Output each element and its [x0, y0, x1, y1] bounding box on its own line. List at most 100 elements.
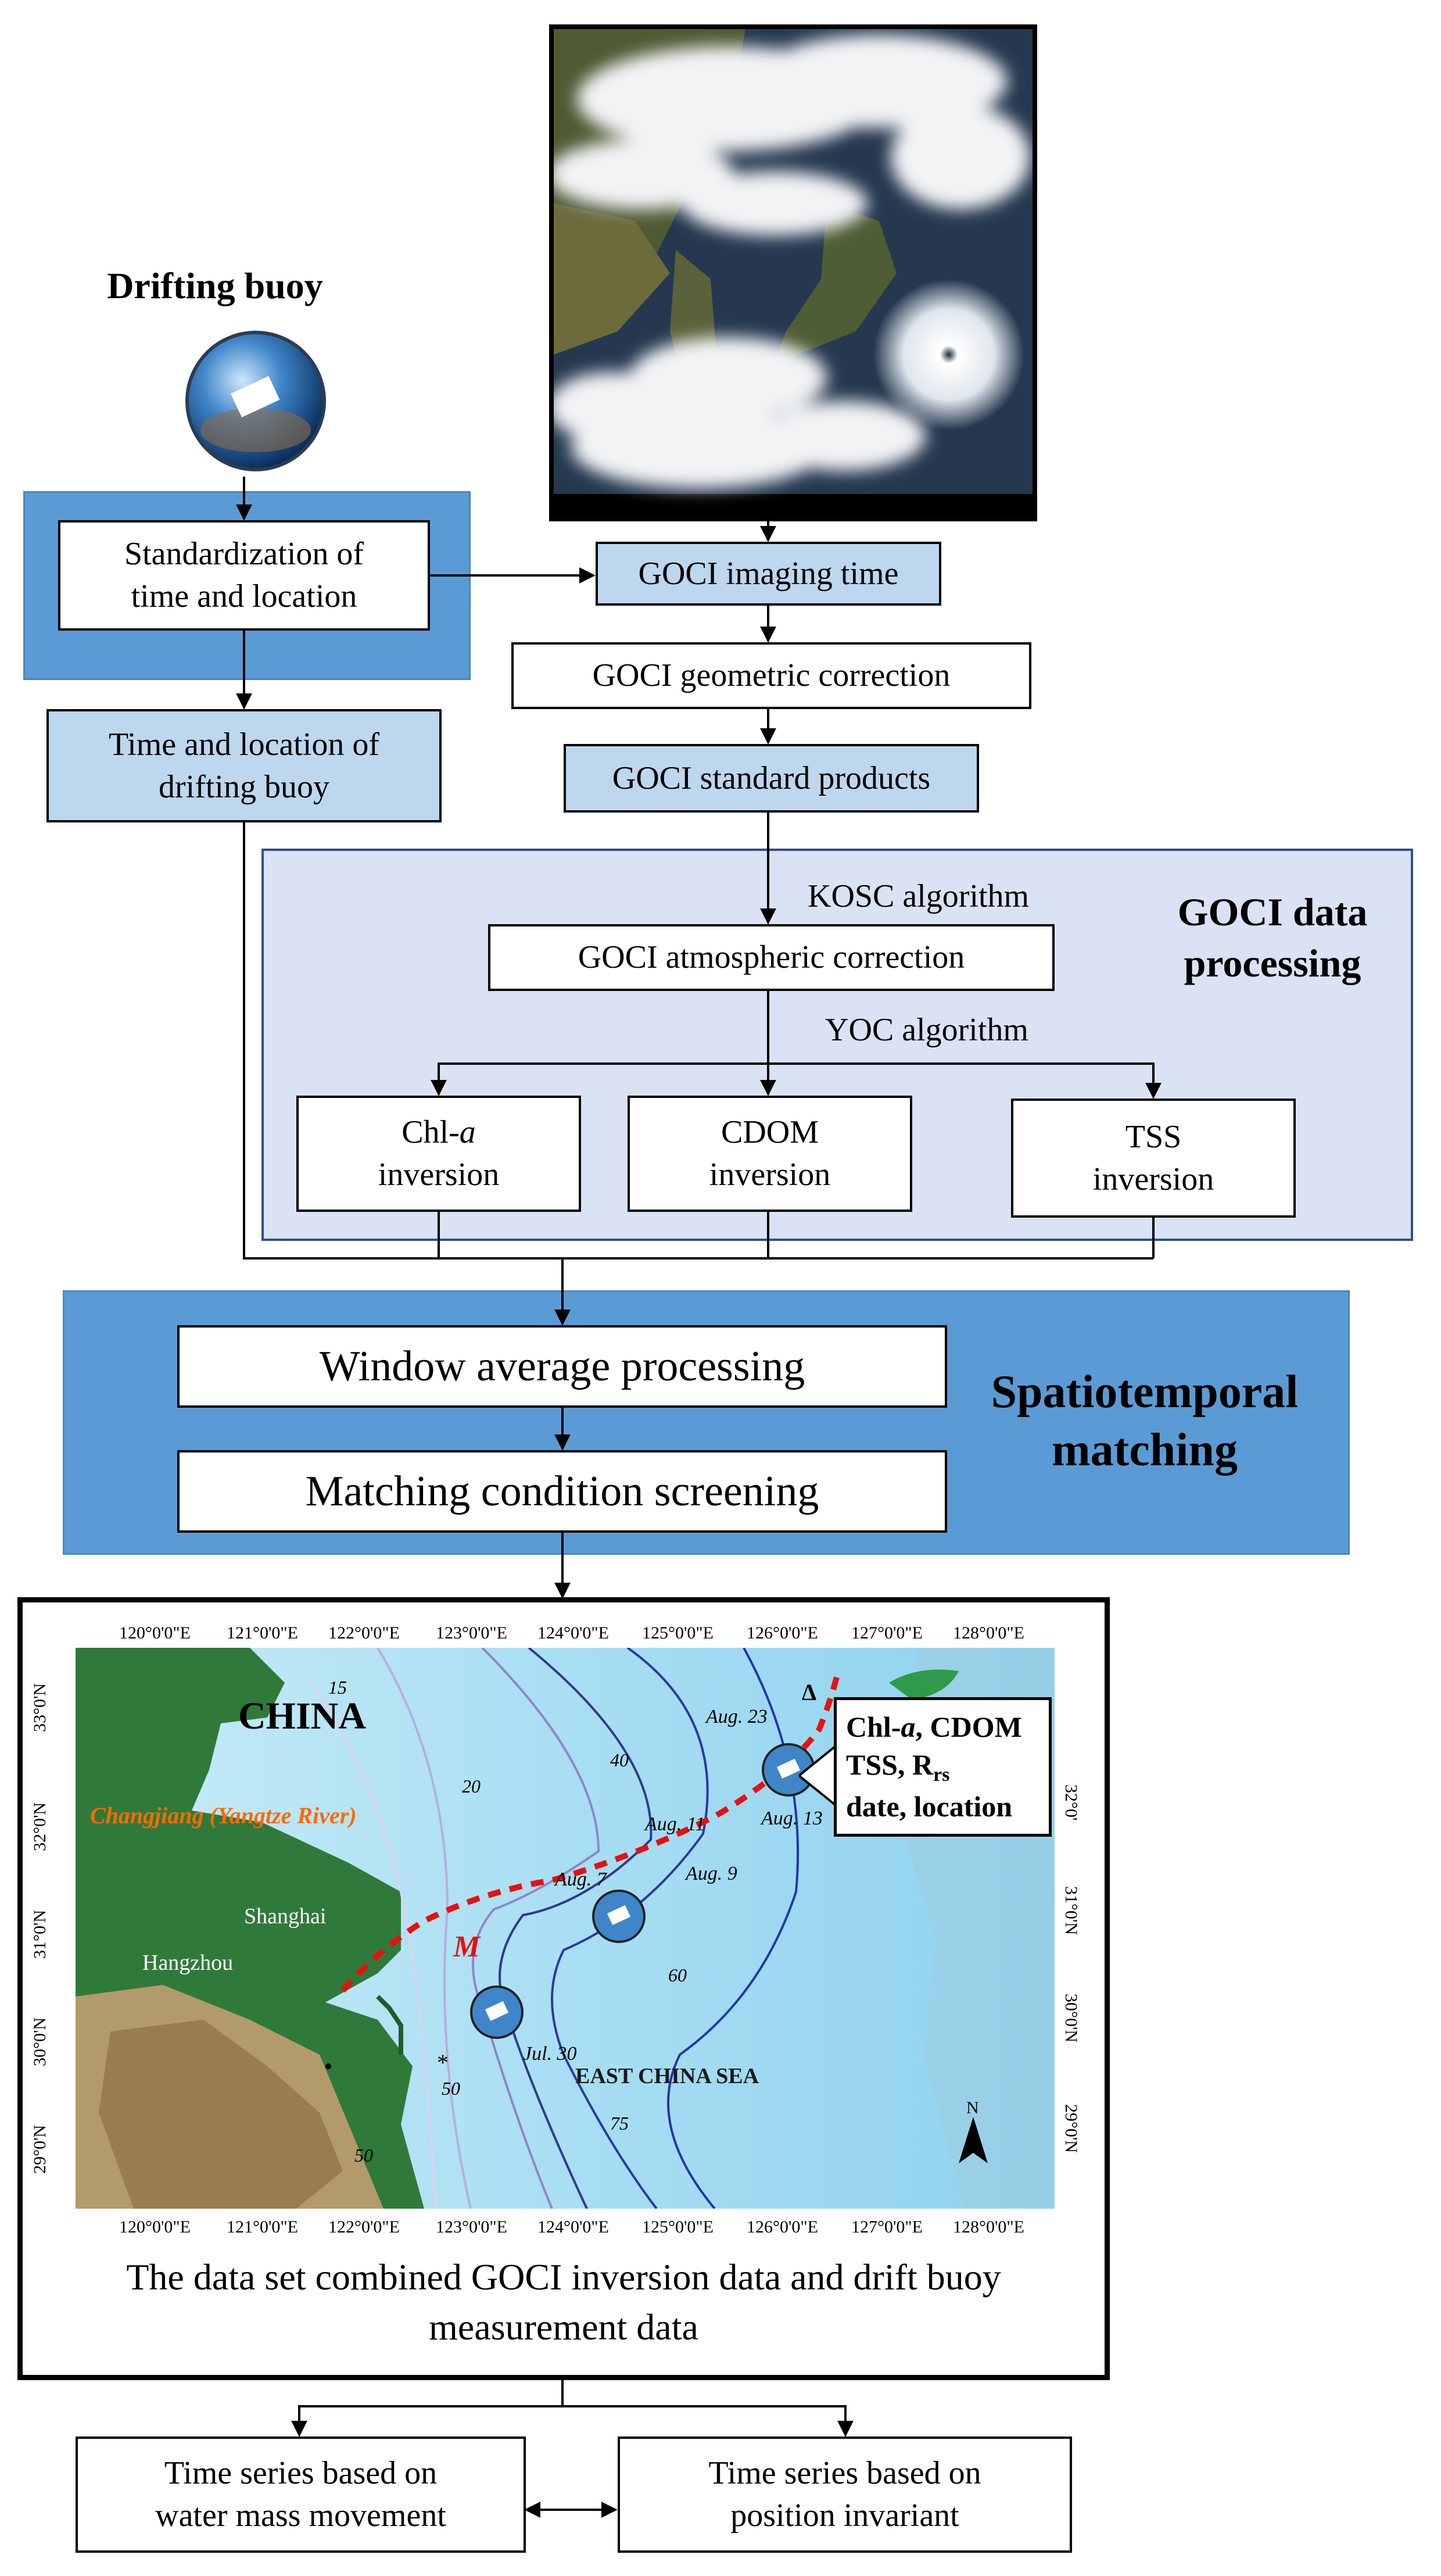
- contour-label-50: 50: [442, 2078, 460, 2099]
- goci-processing-title: GOCI data processing: [1139, 886, 1406, 989]
- map-label-m: M: [453, 1930, 481, 1963]
- lon-123-bottom: 123°0'0"E: [436, 2217, 507, 2237]
- goci-imaging-time-box: GOCI imaging time: [596, 542, 941, 606]
- lon-126-bottom: 126°0'0"E: [747, 2217, 818, 2237]
- north-arrow: N: [956, 2098, 991, 2168]
- tss-line1: TSS: [1125, 1118, 1182, 1155]
- yoc-algorithm-label: YOC algorithm: [825, 1012, 1028, 1048]
- callout-line2: TSS, Rrs: [846, 1746, 1039, 1788]
- lat-30-left: 30°0'N: [30, 2017, 49, 2066]
- lon-127-bottom: 127°0'0"E: [851, 2217, 923, 2237]
- map-label-shanghai: Shanghai: [244, 1904, 327, 1929]
- date-aug13: Aug. 13: [761, 1808, 823, 1829]
- date-jul30: Jul. 30: [523, 2043, 577, 2065]
- map-label-star: *: [437, 2049, 449, 2076]
- ts-water-line2: water mass movement: [155, 2498, 446, 2534]
- lat-29-left: 29°0'N: [30, 2124, 49, 2174]
- kosc-algorithm-label: KOSC algorithm: [808, 878, 1030, 914]
- callout-tss: TSS, R: [846, 1748, 934, 1781]
- contour-label-20: 20: [462, 1776, 481, 1797]
- chl-a-inversion-box: Chl-a inversion: [296, 1096, 581, 1212]
- map-label-sea: EAST CHINA SEA: [575, 2064, 759, 2088]
- callout-rs-sub: rs: [933, 1764, 950, 1786]
- window-average-box: Window average processing: [177, 1325, 947, 1408]
- tss-line2: inversion: [1092, 1161, 1214, 1197]
- lon-126-top: 126°0'0"E: [747, 1623, 818, 1643]
- spatiotemporal-line1: Spatiotemporal: [991, 1366, 1299, 1418]
- lat-31-right: 31°0'N: [1062, 1886, 1081, 1935]
- ts-position-line2: position invariant: [730, 2498, 959, 2534]
- contour-label-15: 15: [328, 1677, 347, 1698]
- lon-128-bottom: 128°0'0"E: [953, 2217, 1024, 2237]
- spatiotemporal-line2: matching: [1052, 1425, 1238, 1476]
- callout-chl: Chl-: [846, 1711, 901, 1743]
- contour-label-40: 40: [610, 1749, 629, 1770]
- callout-chl-italic: a: [901, 1711, 916, 1743]
- lon-124-top: 124°0'0"E: [537, 1623, 609, 1643]
- map-label-delta: Δ: [802, 1679, 817, 1705]
- lon-123-top: 123°0'0"E: [436, 1623, 507, 1643]
- buoy-marker-1: [469, 1985, 525, 2040]
- date-aug7: Aug. 7: [555, 1869, 607, 1890]
- callout-line1: Chl-a, CDOM: [846, 1708, 1039, 1746]
- lat-30-right: 30°0'N: [1062, 1994, 1081, 2043]
- lon-120-bottom: 120°0'0"E: [119, 2217, 191, 2237]
- chl-a-line1: Chl-a: [402, 1111, 476, 1154]
- chl-a-line2: inversion: [378, 1157, 500, 1193]
- goci-geometric-correction-box: GOCI geometric correction: [511, 642, 1031, 709]
- goci-atmospheric-correction-box: GOCI atmospheric correction: [488, 924, 1055, 991]
- standardization-box: Standardization of time and location: [58, 520, 430, 631]
- lat-32-right: 32°0': [1062, 1784, 1081, 1821]
- north-label: N: [966, 2098, 979, 2117]
- cdom-inversion-box: CDOM inversion: [628, 1096, 912, 1212]
- chl-prefix: Chl-: [402, 1114, 460, 1151]
- cdom-line2: inversion: [709, 1157, 831, 1193]
- map-label-china: CHINA: [238, 1695, 367, 1737]
- contour-label-75: 75: [610, 2113, 629, 2134]
- lon-122-bottom: 122°0'0"E: [328, 2217, 400, 2237]
- lat-29-right: 29°0'N: [1062, 2104, 1081, 2153]
- lat-31-left: 31°0'N: [30, 1909, 49, 1959]
- lon-122-top: 122°0'0"E: [328, 1623, 400, 1643]
- standardization-line2: time and location: [131, 578, 357, 614]
- lat-32-left: 32°0'N: [30, 1802, 49, 1851]
- standardization-line1: Standardization of: [124, 536, 364, 573]
- matching-condition-box: Matching condition screening: [177, 1450, 947, 1533]
- goci-satellite-image: [548, 24, 1037, 521]
- lon-121-bottom: 121°0'0"E: [227, 2217, 298, 2237]
- goci-standard-products-box: GOCI standard products: [564, 744, 979, 813]
- lon-124-bottom: 124°0'0"E: [537, 2217, 609, 2237]
- buoy-icon: [183, 328, 328, 474]
- lon-125-top: 125°0'0"E: [642, 1623, 714, 1643]
- buoy-track: [340, 1676, 840, 1993]
- map-label-hangzhou: Hangzhou: [142, 1951, 234, 1975]
- spatiotemporal-title: Spatiotemporal matching: [965, 1363, 1325, 1479]
- contour-label-60: 60: [668, 1965, 687, 1985]
- data-callout-box: Chl-a, CDOM TSS, Rrs date, location: [834, 1697, 1052, 1837]
- dataset-caption-line2: measurement data: [429, 2306, 698, 2348]
- time-series-position-box: Time series based on position invariant: [618, 2437, 1072, 2553]
- dataset-caption-line1: The data set combined GOCI inversion dat…: [126, 2256, 1001, 2298]
- date-aug9: Aug. 9: [686, 1863, 737, 1884]
- time-location-box: Time and location of drifting buoy: [46, 709, 442, 822]
- tss-inversion-box: TSS inversion: [1011, 1099, 1296, 1218]
- buoy-marker-2: [592, 1889, 647, 1944]
- chl-italic-a: a: [459, 1114, 476, 1151]
- contour-label-50b: 50: [354, 2145, 373, 2166]
- date-aug11: Aug. 11: [645, 1813, 705, 1835]
- time-series-water-mass-box: Time series based on water mass movement: [76, 2437, 526, 2553]
- callout-cdom: , CDOM: [915, 1711, 1022, 1743]
- map-label-river: Changjiang (Yangtze River): [90, 1802, 357, 1829]
- time-location-line1: Time and location of: [108, 726, 380, 763]
- buoy-marker-3: [761, 1743, 816, 1798]
- date-aug23: Aug. 23: [706, 1706, 768, 1727]
- dataset-caption: The data set combined GOCI inversion dat…: [35, 2252, 1092, 2353]
- lon-120-top: 120°0'0"E: [119, 1623, 191, 1643]
- lon-128-top: 128°0'0"E: [953, 1623, 1024, 1643]
- lon-127-top: 127°0'0"E: [851, 1623, 923, 1643]
- time-location-line2: drifting buoy: [159, 768, 329, 805]
- lon-121-top: 121°0'0"E: [227, 1623, 298, 1643]
- ts-water-line1: Time series based on: [164, 2455, 438, 2492]
- goci-processing-line1: GOCI data: [1177, 890, 1368, 934]
